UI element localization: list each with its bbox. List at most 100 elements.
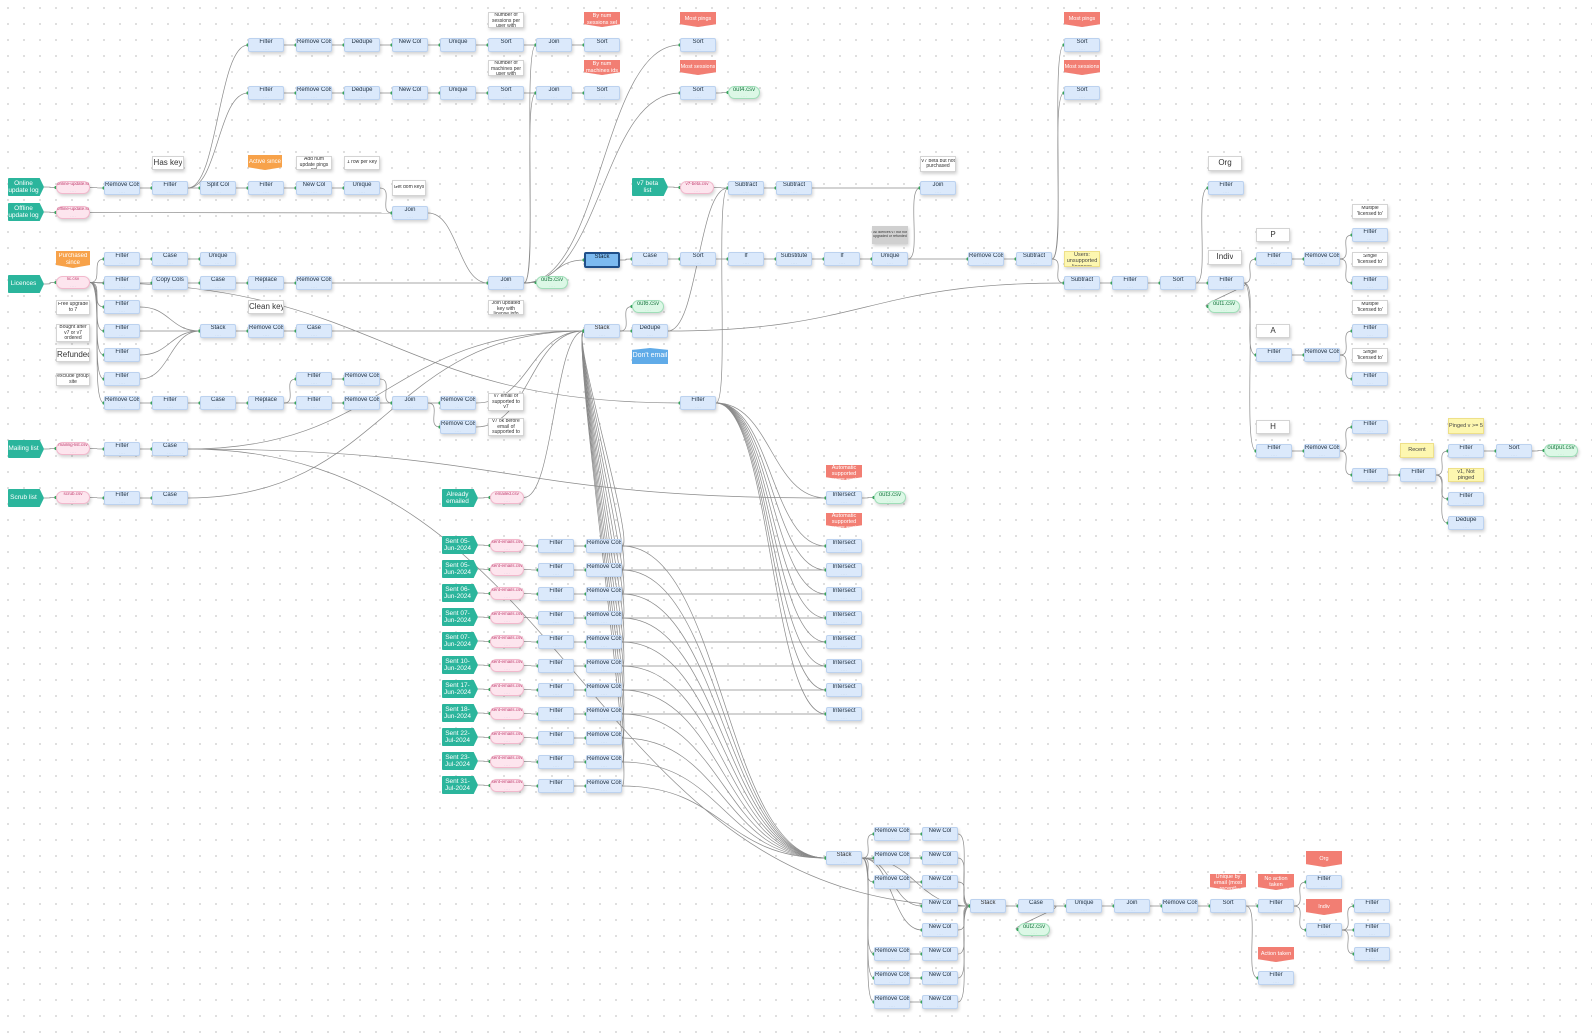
op-remove-cols[interactable]: Remove Cols· · · · <box>586 755 622 769</box>
op-filter[interactable]: Filter· · · · <box>104 324 140 338</box>
op-new-col[interactable]: New Col· · · · <box>296 181 332 195</box>
op-sort[interactable]: Sort· · · · <box>1160 276 1196 290</box>
op-new-col[interactable]: New Col· · · · <box>922 851 958 865</box>
op-stack[interactable]: Stack· · · · <box>200 324 236 338</box>
op-remove-cols[interactable]: Remove Cols· · · · <box>248 324 284 338</box>
op-filter[interactable]: Filter· · · · <box>248 86 284 100</box>
op-sort[interactable]: Sort· · · · <box>1064 38 1100 52</box>
source-sent-8[interactable]: Sent 18-Jun-2024 <box>442 704 478 722</box>
op-split-col[interactable]: Split Col· · · · <box>200 181 236 195</box>
op-filter[interactable]: Filter· · · · <box>248 38 284 52</box>
op-filter[interactable]: Filter· · · · <box>538 731 574 745</box>
source-v7-beta-list[interactable]: v7 beta list <box>632 178 668 196</box>
op-intersect[interactable]: Intersect· · · · <box>826 491 862 505</box>
op-remove-cols[interactable]: Remove Cols· · · · <box>874 851 910 865</box>
op-new-col[interactable]: New Col· · · · <box>392 38 428 52</box>
op-remove-cols[interactable]: Remove Cols· · · · <box>344 396 380 410</box>
op-remove-cols[interactable]: Remove Cols· · · · <box>874 875 910 889</box>
op-filter[interactable]: Filter· · · · <box>1256 444 1292 458</box>
op-filter[interactable]: Filter· · · · <box>1352 420 1388 434</box>
op-filter[interactable]: Filter· · · · <box>104 300 140 314</box>
op-remove-cols[interactable]: Remove Cols· · · · <box>586 731 622 745</box>
op-remove-cols[interactable]: Remove Cols· · · · <box>874 827 910 841</box>
op-filter[interactable]: Filter· · · · <box>538 611 574 625</box>
op-subtract[interactable]: Subtract· · · · <box>776 181 812 195</box>
op-subtract[interactable]: Subtract· · · · <box>1016 252 1052 266</box>
op-filter[interactable]: Filter· · · · <box>1352 468 1388 482</box>
op-case[interactable]: Case· · · · <box>152 491 188 505</box>
source-sent-1[interactable]: Sent 05-Jun-2024 <box>442 536 478 554</box>
op-new-col[interactable]: New Col· · · · <box>922 827 958 841</box>
op-stack-bottom[interactable]: Stack· · · · <box>826 851 862 865</box>
op-filter[interactable]: Filter· · · · <box>538 635 574 649</box>
op-stack-final[interactable]: Stack· · · · <box>970 899 1006 913</box>
op-remove-cols[interactable]: Remove Cols· · · · <box>1304 348 1340 362</box>
op-filter[interactable]: Filter· · · · <box>538 683 574 697</box>
op-filter[interactable]: Filter· · · · <box>296 396 332 410</box>
op-case[interactable]: Case· · · · <box>152 252 188 266</box>
op-remove-cols[interactable]: Remove Cols· · · · <box>586 707 622 721</box>
op-new-col[interactable]: New Col· · · · <box>922 923 958 937</box>
input-sent-9[interactable]: sent-emails.csv· · · · <box>490 731 524 744</box>
op-remove-cols[interactable]: Remove Cols· · · · <box>1162 899 1198 913</box>
source-sent-4[interactable]: Sent 07-Jun-2024 <box>442 608 478 626</box>
op-filter[interactable]: Filter· · · · <box>104 276 140 290</box>
source-sent-11[interactable]: Sent 31-Jul-2024 <box>442 776 478 794</box>
output-out2[interactable]: out2.csv· · · · <box>1018 923 1050 936</box>
source-licences[interactable]: Licences <box>8 275 44 293</box>
source-online-update-log[interactable]: Online update log <box>8 178 44 196</box>
op-remove-cols[interactable]: Remove Cols· · · · <box>344 372 380 386</box>
op-filter[interactable]: Filter· · · · <box>538 659 574 673</box>
op-join[interactable]: Join· · · · <box>536 86 572 100</box>
op-filter[interactable]: Filter· · · · <box>104 372 140 386</box>
op-filter[interactable]: Filter· · · · <box>1352 324 1388 338</box>
output-out6[interactable]: out6.csv· · · · <box>632 300 664 313</box>
input-online-log[interactable]: online-update.log· · · · <box>56 181 90 194</box>
op-subtract[interactable]: Subtract· · · · <box>1064 276 1100 290</box>
op-intersect[interactable]: Intersect· · · · <box>826 659 862 673</box>
op-filter[interactable]: Filter· · · · <box>1258 971 1294 985</box>
op-new-col[interactable]: New Col· · · · <box>922 971 958 985</box>
op-filter[interactable]: Filter· · · · <box>1208 276 1244 290</box>
op-dedupe[interactable]: Dedupe· · · · <box>344 86 380 100</box>
op-intersect[interactable]: Intersect· · · · <box>826 539 862 553</box>
op-if[interactable]: If· · · · <box>728 252 764 266</box>
op-filter[interactable]: Filter· · · · <box>538 539 574 553</box>
op-remove-cols[interactable]: Remove Cols· · · · <box>296 38 332 52</box>
op-remove-cols[interactable]: Remove Cols· · · · <box>296 276 332 290</box>
op-filter[interactable]: Filter· · · · <box>1112 276 1148 290</box>
op-subtract[interactable]: Subtract· · · · <box>728 181 764 195</box>
op-filter[interactable]: Filter· · · · <box>152 181 188 195</box>
op-filter[interactable]: Filter· · · · <box>1352 276 1388 290</box>
op-intersect[interactable]: Intersect· · · · <box>826 563 862 577</box>
op-filter[interactable]: Filter· · · · <box>1256 252 1292 266</box>
op-filter[interactable]: Filter· · · · <box>248 181 284 195</box>
input-sent-11[interactable]: sent-emails.csv· · · · <box>490 779 524 792</box>
op-join[interactable]: Join· · · · <box>536 38 572 52</box>
op-filter[interactable]: Filter· · · · <box>538 779 574 793</box>
op-replace[interactable]: Replace· · · · <box>248 396 284 410</box>
input-sent-6[interactable]: sent-emails.csv· · · · <box>490 659 524 672</box>
op-filter[interactable]: Filter· · · · <box>104 442 140 456</box>
op-filter[interactable]: Filter· · · · <box>538 707 574 721</box>
op-case[interactable]: Case· · · · <box>152 442 188 456</box>
op-remove-cols[interactable]: Remove Cols· · · · <box>1304 252 1340 266</box>
source-sent-5[interactable]: Sent 07-Jun-2024 <box>442 632 478 650</box>
op-remove-cols[interactable]: Remove Cols· · · · <box>586 611 622 625</box>
op-intersect[interactable]: Intersect· · · · <box>826 635 862 649</box>
op-filter[interactable]: Filter· · · · <box>538 755 574 769</box>
op-intersect[interactable]: Intersect· · · · <box>826 611 862 625</box>
op-sort[interactable]: Sort· · · · <box>584 38 620 52</box>
input-offline-log[interactable]: offline-update.log· · · · <box>56 206 90 219</box>
op-unique[interactable]: Unique· · · · <box>440 86 476 100</box>
op-sort[interactable]: Sort· · · · <box>488 38 524 52</box>
input-sent-2[interactable]: sent-emails.csv· · · · <box>490 563 524 576</box>
input-sent-8[interactable]: sent-emails.csv· · · · <box>490 707 524 720</box>
op-filter[interactable]: Filter· · · · <box>1258 899 1294 913</box>
input-scrub-csv[interactable]: scrub.csv· · · · <box>56 491 90 504</box>
op-stack-selected[interactable]: Stack· · · · <box>584 252 620 268</box>
op-filter[interactable]: Filter· · · · <box>152 396 188 410</box>
op-filter[interactable]: Filter· · · · <box>1448 444 1484 458</box>
op-sort[interactable]: Sort· · · · <box>680 252 716 266</box>
